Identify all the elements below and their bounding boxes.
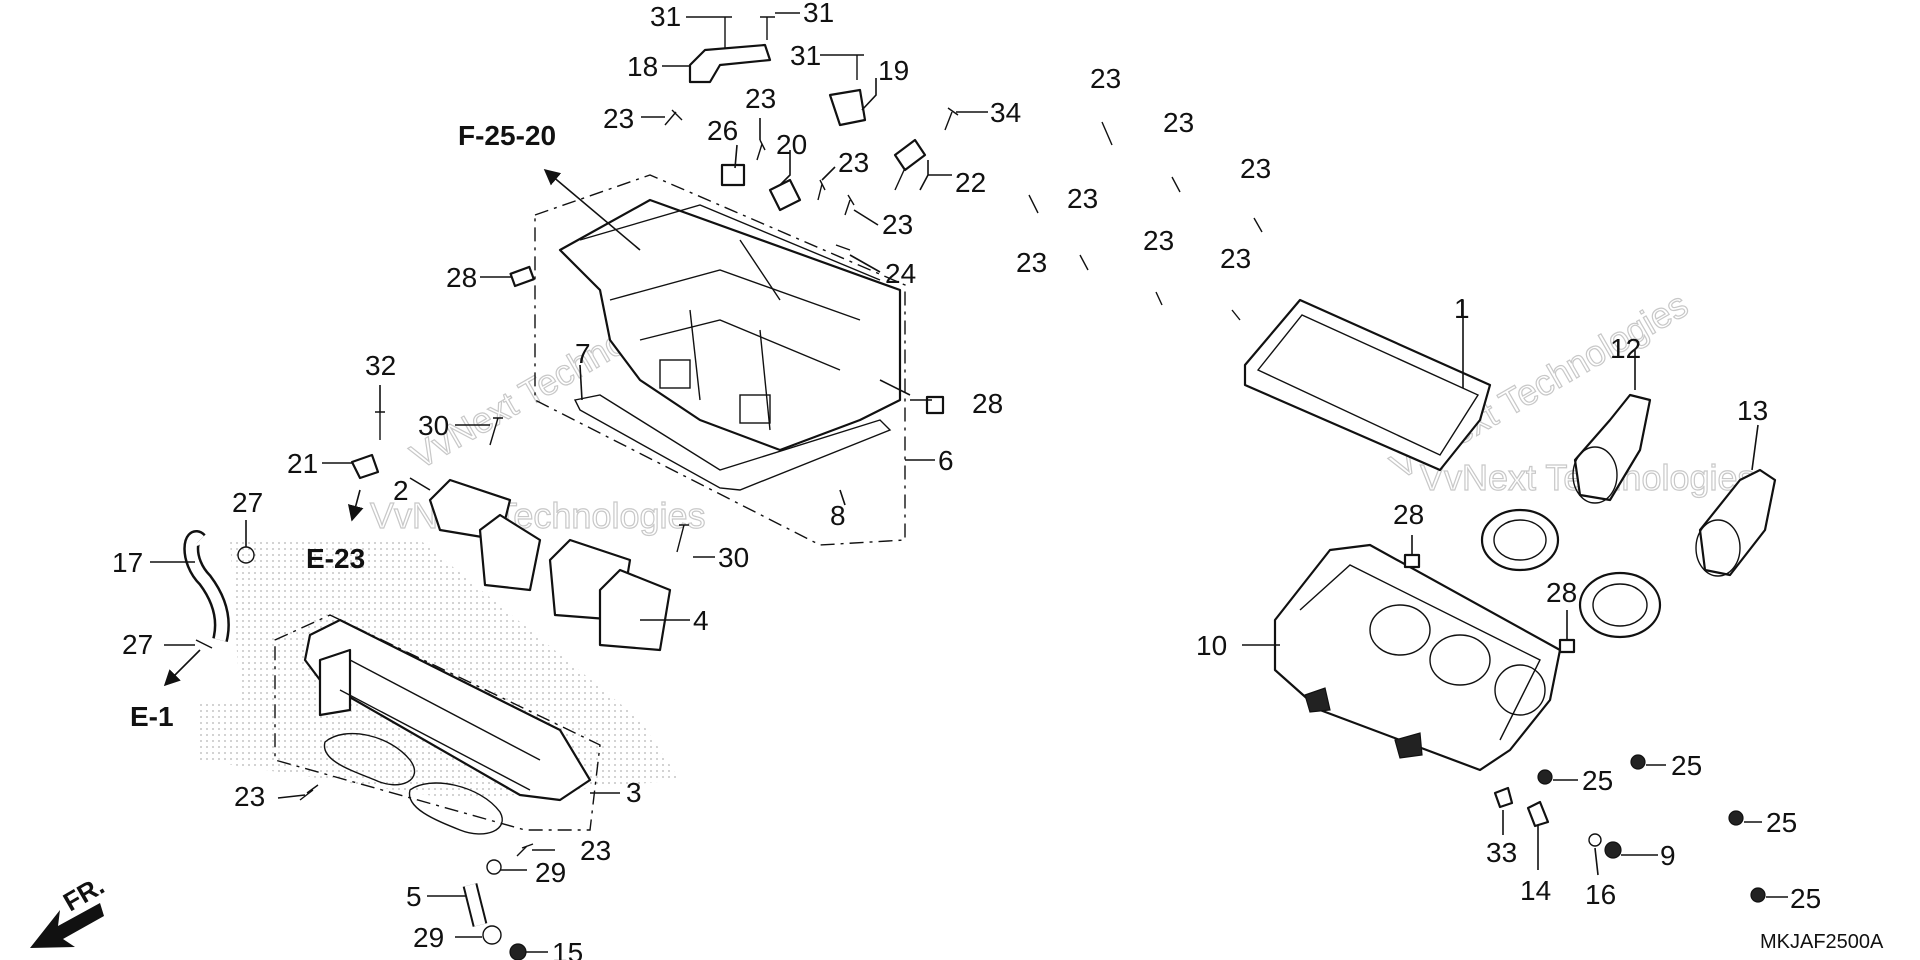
callout-25: 25 [1766,807,1797,838]
callout-23: 23 [1090,63,1121,94]
diagram-code: MKJAF2500A [1760,931,1884,953]
callout-32: 32 [365,350,396,381]
air-cleaner-upper-housing [558,198,902,452]
callout-34: 34 [990,97,1021,128]
callout-2: 2 [393,475,409,506]
callout-23: 23 [580,835,611,866]
callout-23: 23 [603,103,634,134]
callout-15: 15 [552,937,583,960]
callout-26: 26 [707,115,738,146]
callout-12: 12 [1610,333,1641,364]
callouts: 31 31 31 18 19 23 23 26 20 23 34 22 23 2… [112,0,1821,960]
callout-27: 27 [122,629,153,660]
front-direction-arrow: FR. [30,870,109,948]
gasket-8 [573,394,892,491]
callout-1: 1 [1454,293,1470,324]
callout-5: 5 [406,881,422,912]
callout-24: 24 [885,258,916,289]
callout-23: 23 [1220,243,1251,274]
funnel-4 [548,538,672,652]
callout-23: 23 [1143,225,1174,256]
intake-funnel-12 [1572,393,1652,504]
callout-25: 25 [1790,883,1821,914]
callout-6: 6 [938,445,954,476]
callout-30: 30 [418,410,449,441]
ref-label-f-25-20: F-25-20 [458,120,556,151]
callout-17: 17 [112,547,143,578]
callout-27: 27 [232,487,263,518]
funnel-2 [428,478,542,592]
intake-funnel-13 [1695,468,1777,577]
air-cleaner-lower-housing [1273,543,1562,772]
hardware [195,16,1766,960]
callout-16: 16 [1585,879,1616,910]
callout-8: 8 [830,500,846,531]
callout-23: 23 [882,209,913,240]
callout-30: 30 [718,542,749,573]
seal-ring [408,782,503,835]
callout-4: 4 [693,605,709,636]
callout-31: 31 [790,40,821,71]
callout-28: 28 [1546,577,1577,608]
callout-14: 14 [1520,875,1551,906]
leader-lines [150,12,1788,953]
callout-7: 7 [575,338,591,369]
seal-ring [323,732,416,786]
intake-cover-3 [303,618,592,802]
callout-9: 9 [1660,840,1676,871]
ref-label-e-23: E-23 [306,543,365,574]
callout-23: 23 [1016,247,1047,278]
intake-ring [1480,508,1560,572]
callout-28: 28 [446,262,477,293]
ref-label-e-1: E-1 [130,701,174,732]
air-cleaner-element [1243,298,1492,472]
bracket-6 [534,174,906,546]
callout-23: 23 [745,83,776,114]
callout-18: 18 [627,51,658,82]
callout-23: 23 [234,781,265,812]
callout-23: 23 [838,147,869,178]
callout-23: 23 [1163,107,1194,138]
callout-31: 31 [803,0,834,28]
callout-10: 10 [1196,630,1227,661]
callout-28: 28 [1393,499,1424,530]
callout-25: 25 [1671,750,1702,781]
callout-21: 21 [287,448,318,479]
intake-ring [1578,571,1662,639]
callout-25: 25 [1582,765,1613,796]
callout-13: 13 [1737,395,1768,426]
callout-23: 23 [1067,183,1098,214]
callout-31: 31 [650,1,681,32]
callout-29: 29 [535,857,566,888]
callout-22: 22 [955,167,986,198]
callout-3: 3 [626,777,642,808]
callout-28: 28 [972,388,1003,419]
callout-19: 19 [878,55,909,86]
watermark: VvNext Technologies [370,495,706,536]
callout-23: 23 [1240,153,1271,184]
callout-29: 29 [413,922,444,953]
callout-33: 33 [1486,837,1517,868]
callout-20: 20 [776,129,807,160]
bracket-3 [274,614,601,831]
